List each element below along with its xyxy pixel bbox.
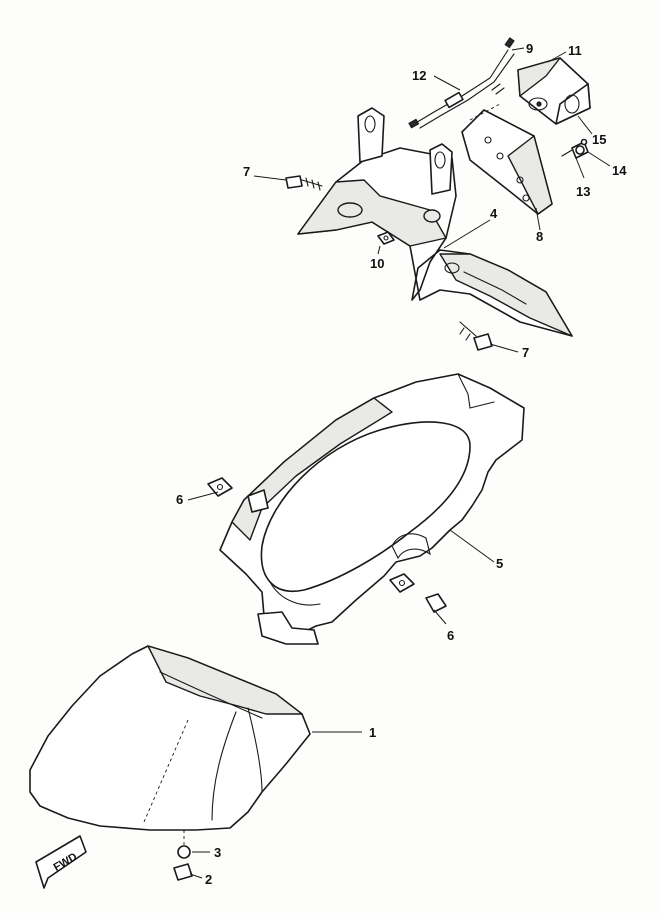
callout-7-lower: 7 (522, 345, 529, 360)
screw-lower (459, 321, 493, 351)
clip-lower-a (389, 573, 415, 593)
clip-upper (207, 477, 233, 497)
callout-10: 10 (370, 256, 384, 271)
callout-7-upper: 7 (243, 164, 250, 179)
tail-light-bolts (561, 138, 589, 159)
screw-upper (285, 175, 323, 191)
wiring-harness (408, 37, 515, 129)
callout-8: 8 (536, 229, 543, 244)
callout-3: 3 (214, 845, 221, 860)
front-fender (29, 645, 311, 831)
inner-fender-body (219, 373, 525, 645)
callout-6-upper: 6 (176, 492, 183, 507)
callout-6-lower: 6 (447, 628, 454, 643)
rear-fender-flap (297, 107, 573, 337)
clip-lower-b (425, 593, 447, 613)
callout-12: 12 (412, 68, 426, 83)
callout-9: 9 (526, 41, 533, 56)
fastener-bolt (173, 830, 193, 881)
tail-light-bracket (461, 109, 553, 215)
callout-15: 15 (592, 132, 606, 147)
callout-13: 13 (576, 184, 590, 199)
callout-2: 2 (205, 872, 212, 887)
tail-light-assembly (517, 57, 591, 125)
callout-5: 5 (496, 556, 503, 571)
nut-10 (377, 231, 395, 245)
callout-11: 11 (568, 43, 582, 58)
leader-lines (187, 47, 611, 879)
callout-4: 4 (490, 206, 498, 221)
callout-1: 1 (369, 725, 376, 740)
forward-direction-marker: FWD (35, 835, 87, 889)
callout-14: 14 (612, 163, 627, 178)
